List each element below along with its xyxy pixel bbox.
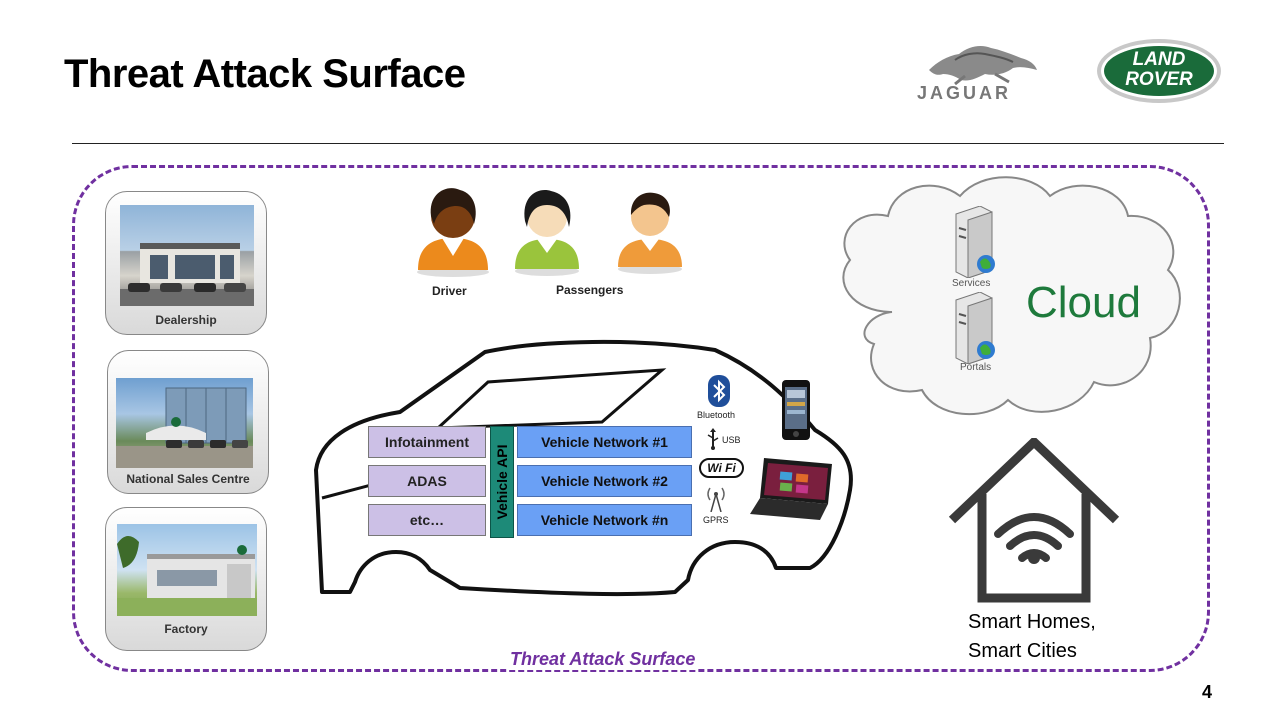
vehicle-network-n: Vehicle Network #n <box>517 504 692 536</box>
dealership-label: Dealership <box>155 313 217 327</box>
sales-centre-building-icon <box>116 387 253 468</box>
portals-label: Portals <box>960 362 992 373</box>
title-divider <box>72 143 1224 144</box>
usb-icon <box>707 428 719 450</box>
dealership-building-icon <box>120 243 254 306</box>
portals-server-icon <box>955 292 995 364</box>
gprs-antenna-icon <box>707 487 725 512</box>
land-rover-line1: LAND <box>1132 49 1186 70</box>
driver-person-icon <box>417 188 489 277</box>
location-card-dealership: Dealership <box>105 191 267 335</box>
threat-surface-label: Threat Attack Surface <box>508 649 698 670</box>
vehicle-network-1: Vehicle Network #1 <box>517 426 692 458</box>
location-card-national-sales-centre: National Sales Centre <box>107 350 269 494</box>
gprs-label: GPRS <box>703 515 729 525</box>
factory-photo <box>117 524 257 616</box>
vehicle-api-bar: Vehicle API <box>490 426 514 538</box>
smart-homes-label: Smart Homes, Smart Cities <box>968 608 1096 666</box>
services-label: Services <box>952 278 991 289</box>
bluetooth-icon <box>708 375 730 407</box>
vehicle-network-2: Vehicle Network #2 <box>517 465 692 497</box>
threat-surface-boundary <box>72 165 1210 672</box>
module-infotainment: Infotainment <box>368 426 486 458</box>
passenger-male-icon <box>618 192 682 274</box>
smart-homes-line2: Smart Cities <box>968 640 1077 662</box>
page-title: Threat Attack Surface <box>64 52 466 96</box>
factory-label: Factory <box>164 622 208 636</box>
bluetooth-label: Bluetooth <box>697 410 736 420</box>
services-server-icon <box>955 206 995 278</box>
factory-building-icon <box>117 535 257 616</box>
jaguar-wordmark: JAGUAR <box>917 83 1012 103</box>
land-rover-line2: ROVER <box>1125 69 1193 90</box>
wifi-badge: Wi Fi <box>699 458 744 478</box>
cloud-shape-icon <box>842 176 1181 416</box>
module-etc: etc… <box>368 504 486 536</box>
driver-label: Driver <box>432 284 467 298</box>
vehicle-api-label: Vehicle API <box>494 444 510 520</box>
dealership-photo <box>120 205 254 306</box>
passengers-label: Passengers <box>556 283 624 297</box>
smart-homes-line1: Smart Homes, <box>968 611 1096 633</box>
passenger-female-icon <box>515 190 579 276</box>
usb-label: USB <box>722 435 741 445</box>
national-sales-centre-label: National Sales Centre <box>126 472 250 486</box>
module-adas: ADAS <box>368 465 486 497</box>
tablet-icon <box>750 458 832 520</box>
land-rover-logo: LAND ROVER <box>1096 38 1222 104</box>
location-card-factory: Factory <box>105 507 267 651</box>
jaguar-leaper-icon <box>929 46 1037 85</box>
smart-home-icon <box>948 438 1120 603</box>
cloud-label: Cloud <box>1026 278 1141 327</box>
page-number: 4 <box>1202 682 1213 702</box>
smartphone-icon <box>782 380 810 440</box>
national-sales-centre-photo <box>116 378 253 468</box>
land-rover-oval-icon <box>1097 39 1221 103</box>
